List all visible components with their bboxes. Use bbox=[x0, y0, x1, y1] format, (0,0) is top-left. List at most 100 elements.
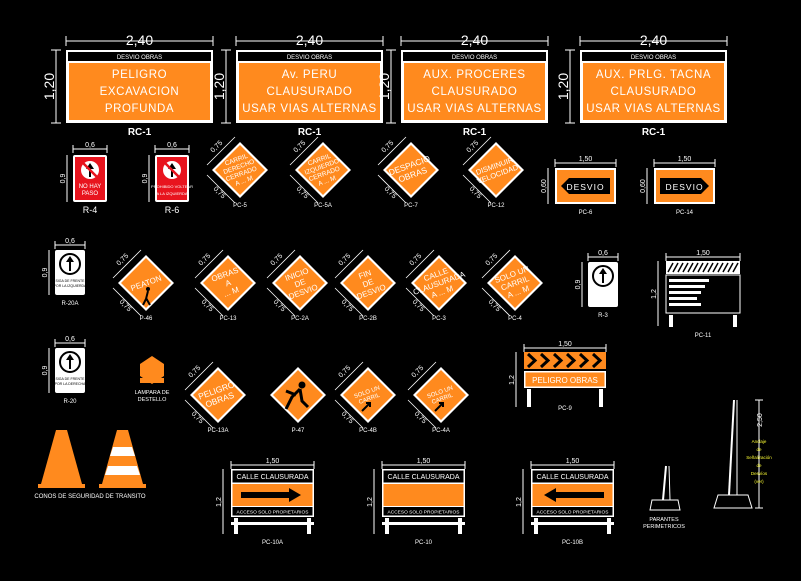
sign-text-line: EXCAVACION bbox=[100, 86, 180, 98]
stripe bbox=[692, 262, 699, 273]
sign-face bbox=[343, 258, 393, 308]
cone-stripe bbox=[105, 466, 140, 475]
dimension-label: 1,2 bbox=[367, 497, 374, 507]
lane-arrow-icon bbox=[434, 402, 444, 412]
dimension-label: 0,75 bbox=[190, 411, 205, 426]
width-dimension: 1,50 bbox=[665, 250, 741, 261]
stripe bbox=[717, 262, 724, 273]
height-dimension: 0,9 bbox=[575, 262, 583, 307]
worker-icon bbox=[284, 387, 310, 410]
sign-face bbox=[404, 63, 545, 120]
sign-header-band bbox=[403, 52, 546, 61]
width-dimension: 0,6 bbox=[72, 142, 108, 153]
sign-text-line: A bbox=[224, 278, 233, 289]
height-dimension: 0,9 bbox=[42, 250, 50, 295]
bar-stripe bbox=[669, 291, 701, 294]
dimension-label: 0,75 bbox=[118, 299, 133, 314]
sign-text-line: POR LA DERECHA bbox=[55, 382, 86, 386]
post bbox=[668, 465, 671, 501]
dimension-label: 0,75 bbox=[188, 365, 203, 380]
cone-icon bbox=[102, 430, 143, 484]
post-note: Señalización bbox=[746, 455, 772, 460]
dimension-line bbox=[289, 174, 319, 204]
chevron-icon bbox=[539, 352, 551, 369]
post bbox=[728, 399, 735, 496]
stripe bbox=[722, 262, 729, 273]
sign-code: PC-5 bbox=[233, 203, 247, 209]
dimension-line bbox=[206, 174, 236, 204]
post-note: (ver) bbox=[754, 479, 764, 484]
width-dimension: 2,40 bbox=[579, 32, 728, 48]
cone-stripe bbox=[110, 447, 135, 456]
sign-code: R-6 bbox=[165, 205, 180, 215]
dimension-label: 1,2 bbox=[509, 375, 516, 385]
dimension-label: 0,75 bbox=[212, 186, 227, 201]
height-dimension: 0,9 bbox=[60, 155, 68, 202]
sign-code: P-47 bbox=[292, 428, 305, 434]
dimension-line bbox=[112, 249, 142, 279]
slash-icon bbox=[82, 162, 98, 178]
footer-band bbox=[232, 507, 313, 516]
chevron-icon bbox=[578, 352, 590, 369]
sign-face bbox=[490, 258, 540, 308]
dimension-label: 0,75 bbox=[272, 299, 287, 314]
dimension-line bbox=[112, 287, 142, 317]
dimension-label: 1,50 bbox=[417, 458, 431, 465]
dimension-line bbox=[334, 361, 364, 391]
width-dimension: 0,6 bbox=[54, 336, 86, 347]
leg bbox=[385, 518, 389, 534]
stripe bbox=[687, 262, 694, 273]
sign-header: DESVIO OBRAS bbox=[117, 55, 162, 61]
stripe bbox=[732, 262, 739, 273]
sign-text-line: AUX. PRLG. TACNA bbox=[596, 69, 711, 81]
sign-code: PC-4 bbox=[508, 316, 522, 322]
barrier-footer: ACCESO SOLO PROPIETARIOS bbox=[388, 510, 460, 516]
header-band bbox=[532, 470, 613, 483]
sign-code: P-46 bbox=[140, 316, 153, 322]
sign-code: PC-13A bbox=[207, 428, 228, 434]
dimension-label: 0,6 bbox=[65, 238, 75, 245]
sign-code: PC-3 bbox=[432, 316, 446, 322]
panel-text: DESVIO bbox=[665, 182, 703, 192]
width-dimension: 2,40 bbox=[235, 32, 384, 48]
dimension-label: 0,75 bbox=[340, 299, 355, 314]
width-dimension: 0,6 bbox=[54, 238, 86, 249]
arrow-right-icon bbox=[660, 178, 709, 194]
height-dimension: 1,2 bbox=[367, 469, 375, 534]
sign-face bbox=[383, 484, 464, 506]
width-dimension: 0,6 bbox=[587, 250, 619, 261]
dimension-line bbox=[377, 174, 407, 204]
stripe bbox=[707, 262, 714, 273]
sign-text-line: USAR VIAS ALTERNAS bbox=[586, 103, 721, 115]
panel-text: PELIGRO OBRAS bbox=[532, 376, 598, 385]
dimension-label: 0,75 bbox=[383, 186, 398, 201]
height-dimension: 1,2 bbox=[509, 352, 517, 407]
dimension-label: 0,75 bbox=[413, 411, 428, 426]
lane-arrow-icon bbox=[361, 402, 371, 412]
cone-icon bbox=[41, 430, 82, 484]
height-dimension: 0,60 bbox=[541, 168, 549, 204]
sign-text-line: AUX. PROCERES bbox=[423, 69, 525, 81]
sign-face bbox=[525, 372, 605, 387]
dimension-label: 0,60 bbox=[640, 179, 647, 193]
leg bbox=[458, 518, 462, 534]
sign-code: PC-4A bbox=[432, 428, 450, 434]
sign-header-band bbox=[68, 52, 211, 61]
sign-text-line: Av. PERU bbox=[282, 69, 338, 81]
dimension-label: 0,9 bbox=[142, 174, 149, 184]
sign-outline bbox=[665, 274, 741, 314]
sign-text-line: CLAUSURADO bbox=[432, 86, 518, 98]
